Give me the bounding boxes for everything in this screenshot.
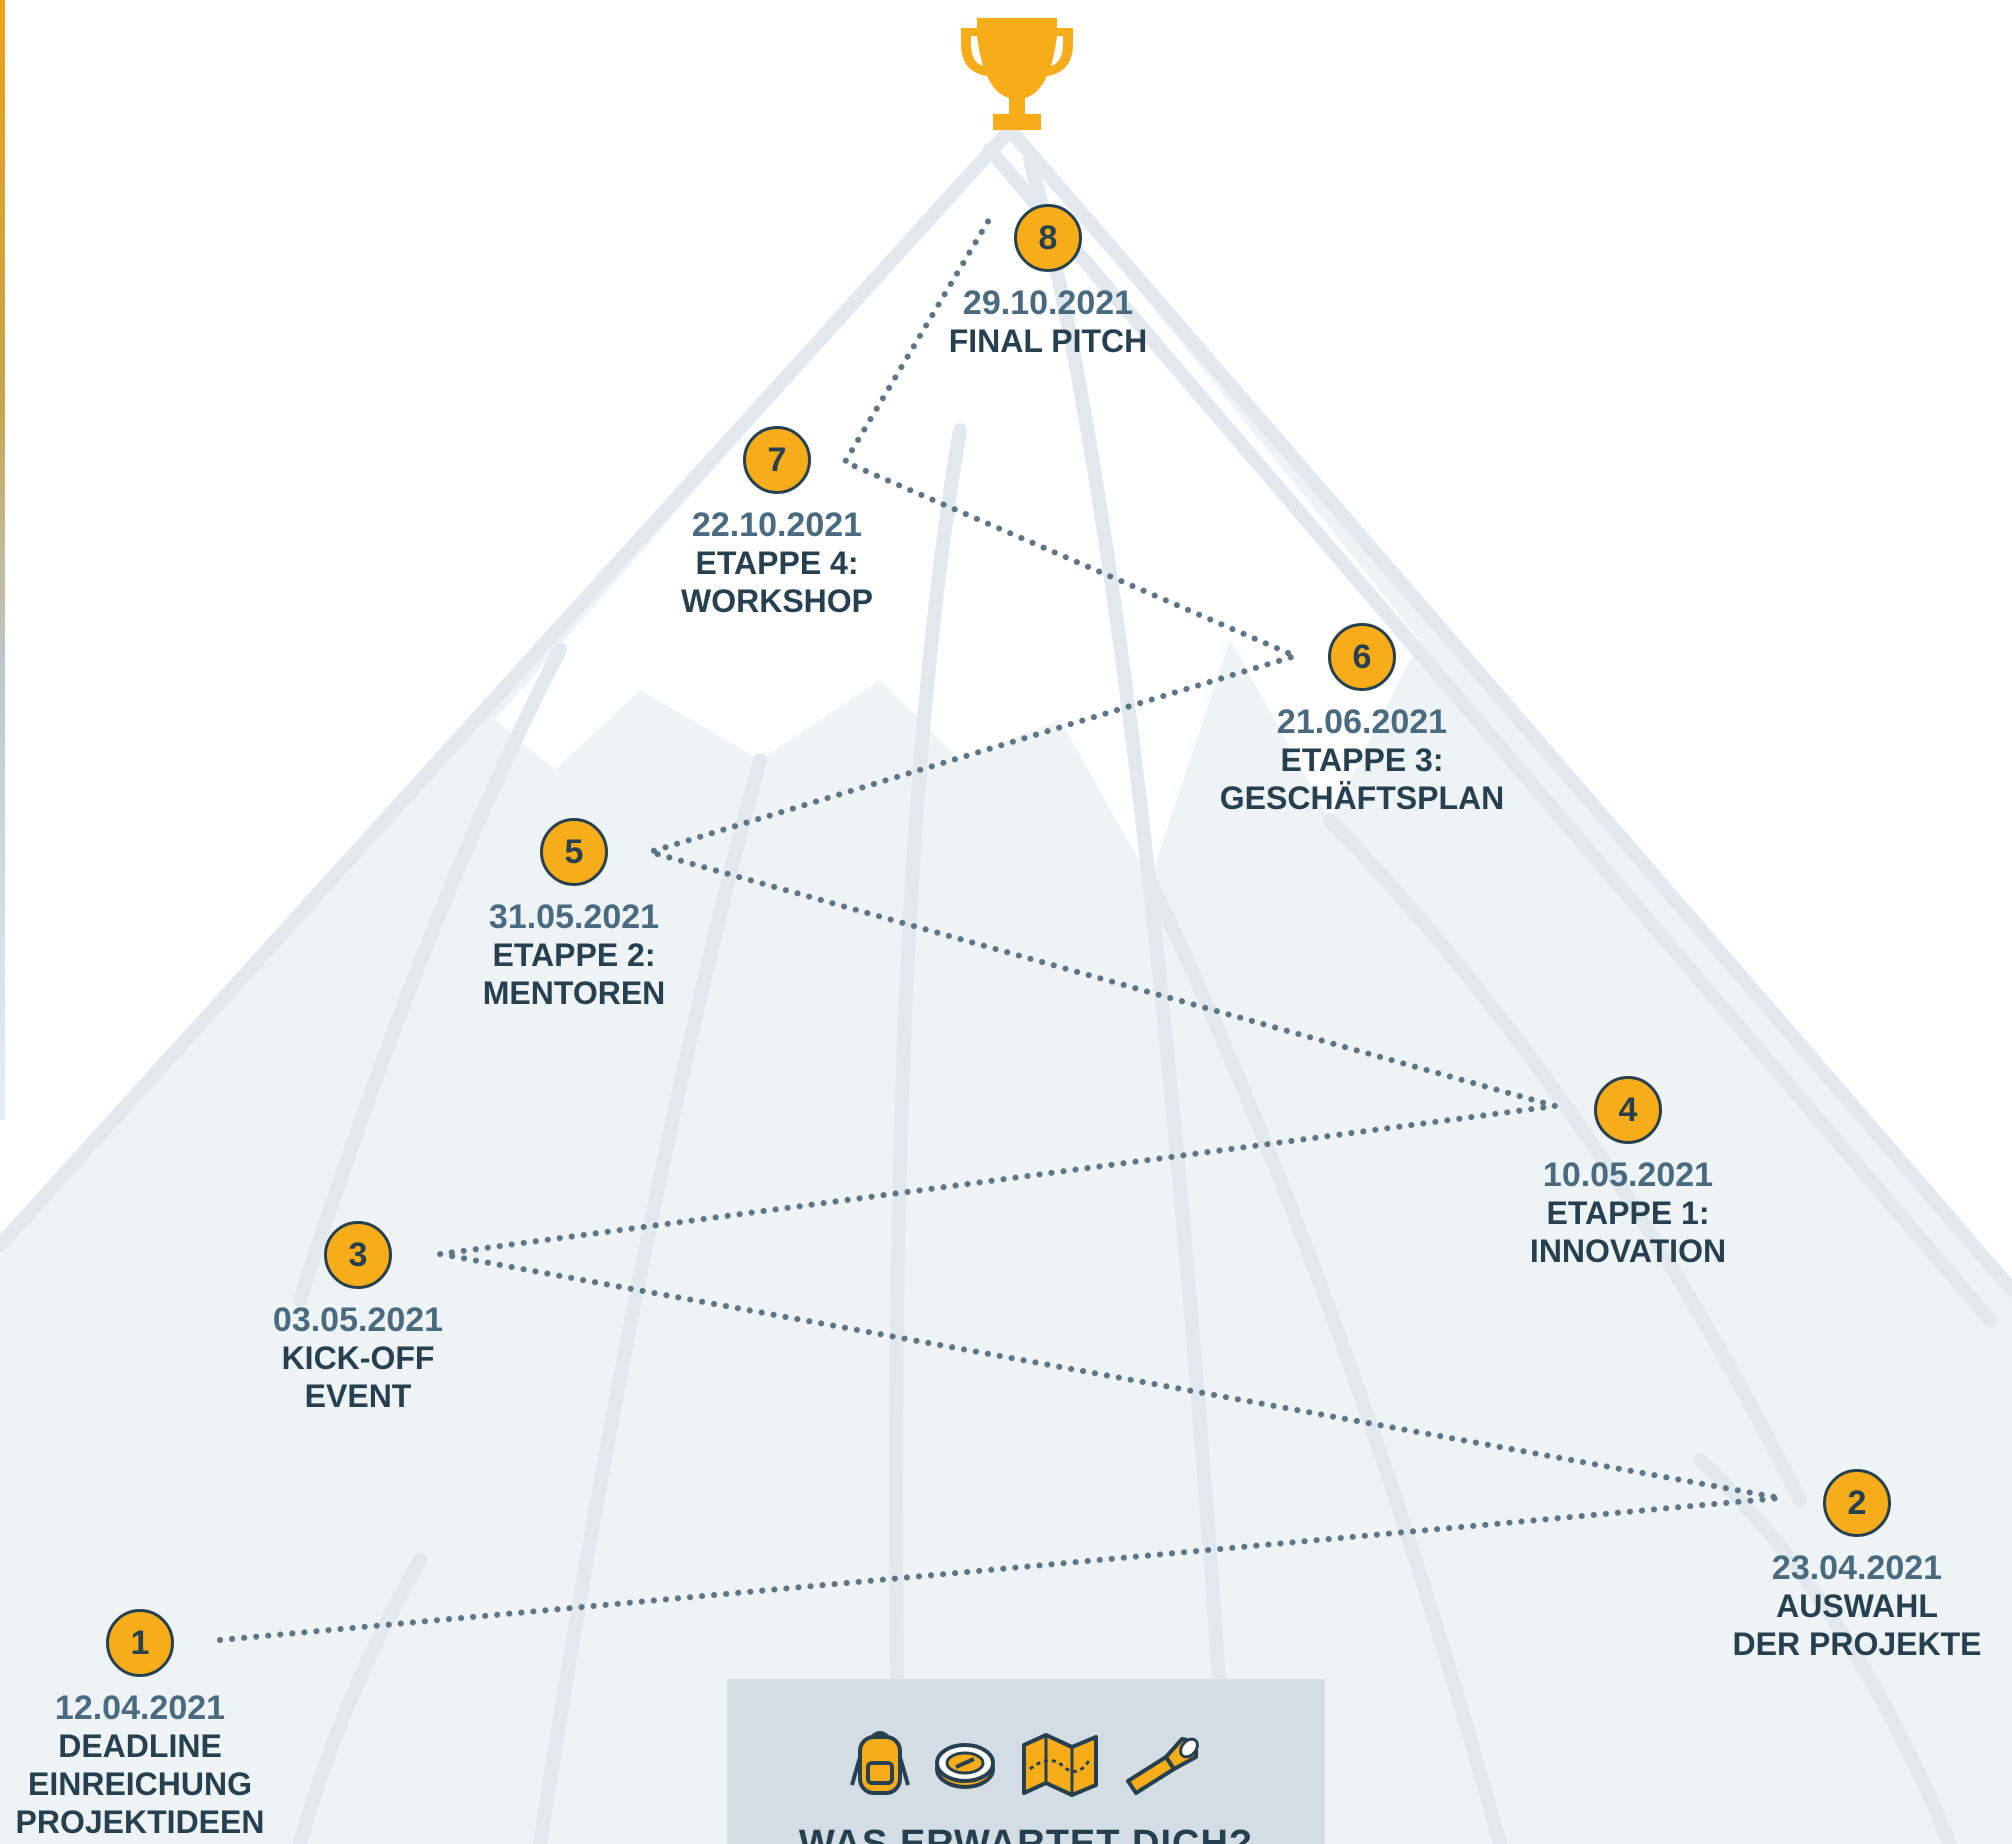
milestone-title: DEADLINE EINREICHUNG PROJEKTIDEEN [15,1728,265,1840]
milestone-date: 22.10.2021 [691,506,863,544]
milestone-title: ETAPPE 2: MENTOREN [482,937,666,1011]
milestone-date: 21.06.2021 [1276,703,1448,741]
milestone-number-badge: 3 [324,1221,392,1289]
trophy-icon [961,18,1073,130]
milestone-number-badge: 5 [540,818,608,886]
info-box-title: WAS ERWARTET DICH? [798,1823,1254,1844]
route-path [217,215,1781,1643]
milestone-number-badge: 8 [1014,204,1082,272]
snow-cap [495,130,1420,880]
milestone-number-badge: 4 [1594,1076,1662,1144]
milestone-date: 29.10.2021 [962,284,1134,322]
backpack-icon [850,1731,910,1795]
milestone-date: 12.04.2021 [54,1689,226,1727]
left-accent-bar [0,0,5,1120]
info-icons [727,1729,1325,1799]
milestone-title: ETAPPE 3: GESCHÄFTSPLAN [1219,742,1505,816]
milestone-title: FINAL PITCH [948,323,1148,359]
milestone-date: 23.04.2021 [1771,1549,1943,1587]
milestone-number-badge: 2 [1823,1469,1891,1537]
milestone-number-badge: 7 [743,426,811,494]
milestone-number-badge: 6 [1328,623,1396,691]
milestone-title: ETAPPE 4: WORKSHOP [681,545,873,619]
milestone-title: AUSWAHL DER PROJEKTE [1732,1588,1982,1662]
flashlight-icon [1126,1737,1199,1795]
milestone-title: ETAPPE 1: INNOVATION [1529,1195,1727,1269]
map-icon [1022,1733,1098,1797]
milestone-date: 31.05.2021 [488,898,660,936]
milestone-date: 03.05.2021 [272,1301,444,1339]
milestone-number-badge: 1 [106,1609,174,1677]
milestone-title: KICK-OFF EVENT [281,1340,435,1414]
mountain-shape [0,130,2012,1844]
info-box: WAS ERWARTET DICH? [727,1679,1325,1844]
milestone-date: 10.05.2021 [1542,1156,1714,1194]
compass-icon [935,1743,995,1789]
